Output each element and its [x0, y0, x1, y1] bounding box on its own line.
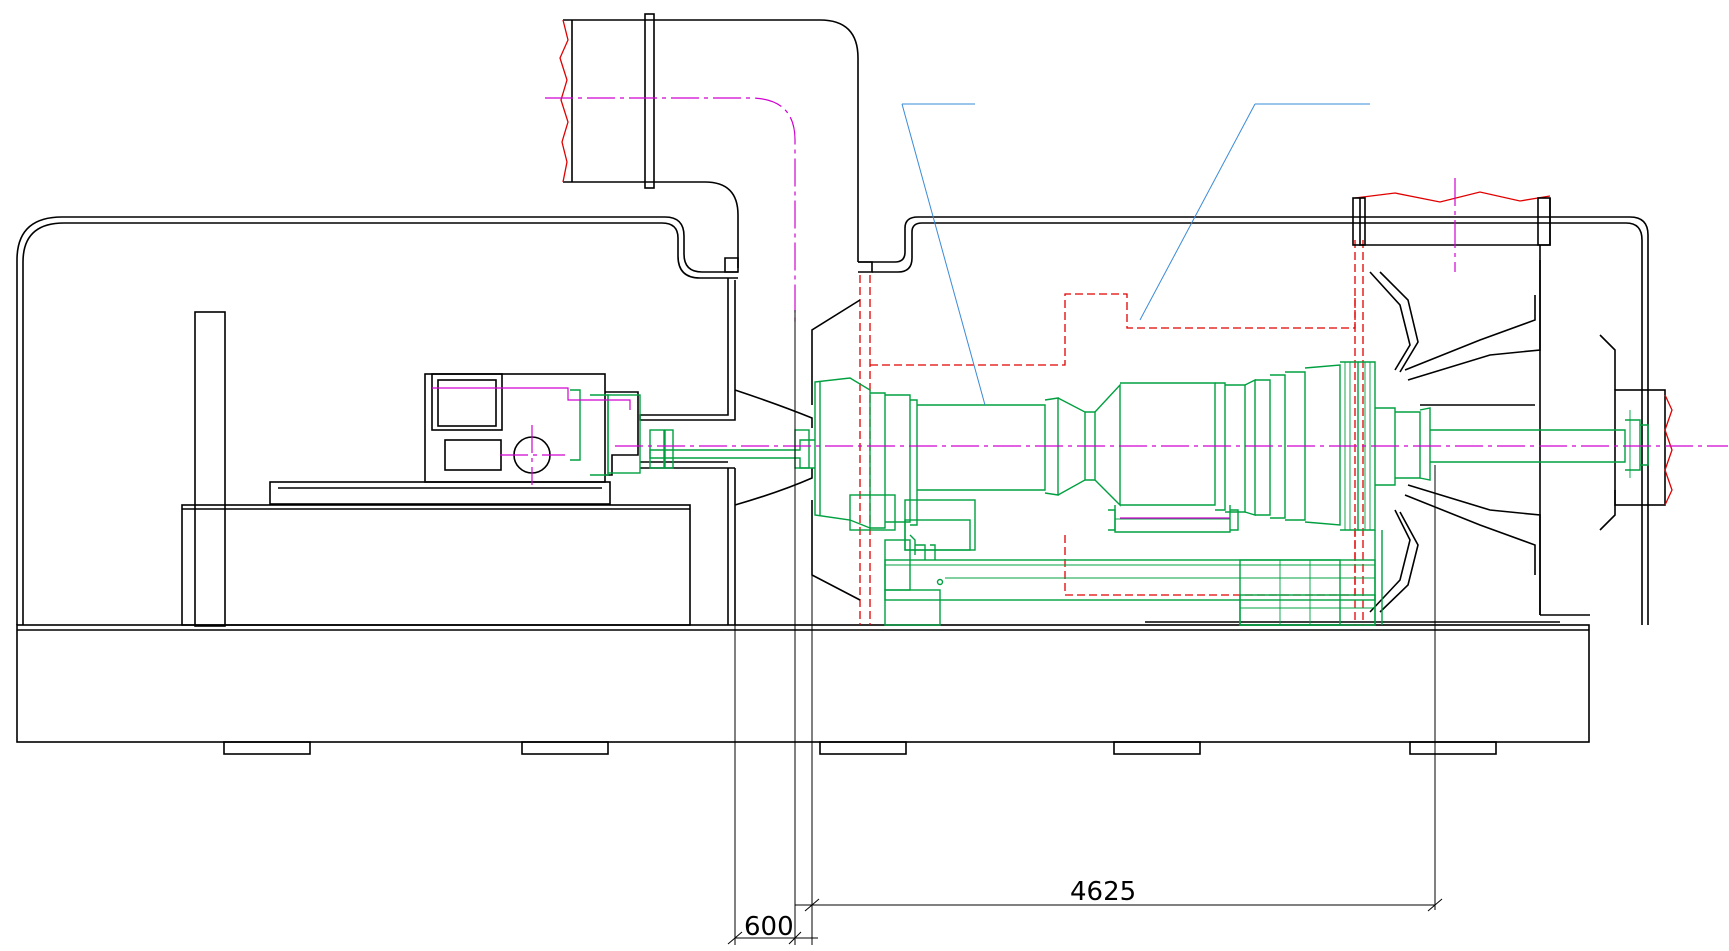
gearbox-unit: [181, 311, 691, 627]
dimension-4625-label: 4625: [1070, 877, 1136, 907]
base-skid: [16, 624, 1590, 755]
gas-turbine-engine: [570, 361, 1649, 626]
intake-duct: [545, 13, 873, 322]
left-enclosure: [16, 216, 738, 625]
dimension-lines: 600 4625: [727, 310, 1443, 945]
right-enclosure: [858, 216, 1649, 625]
exhaust-collector: [1145, 178, 1673, 623]
centerlines: [432, 387, 1728, 519]
dimension-600-label: 600: [744, 912, 794, 942]
boundary-outline: [859, 240, 1364, 625]
leader-lines: [901, 103, 1370, 406]
